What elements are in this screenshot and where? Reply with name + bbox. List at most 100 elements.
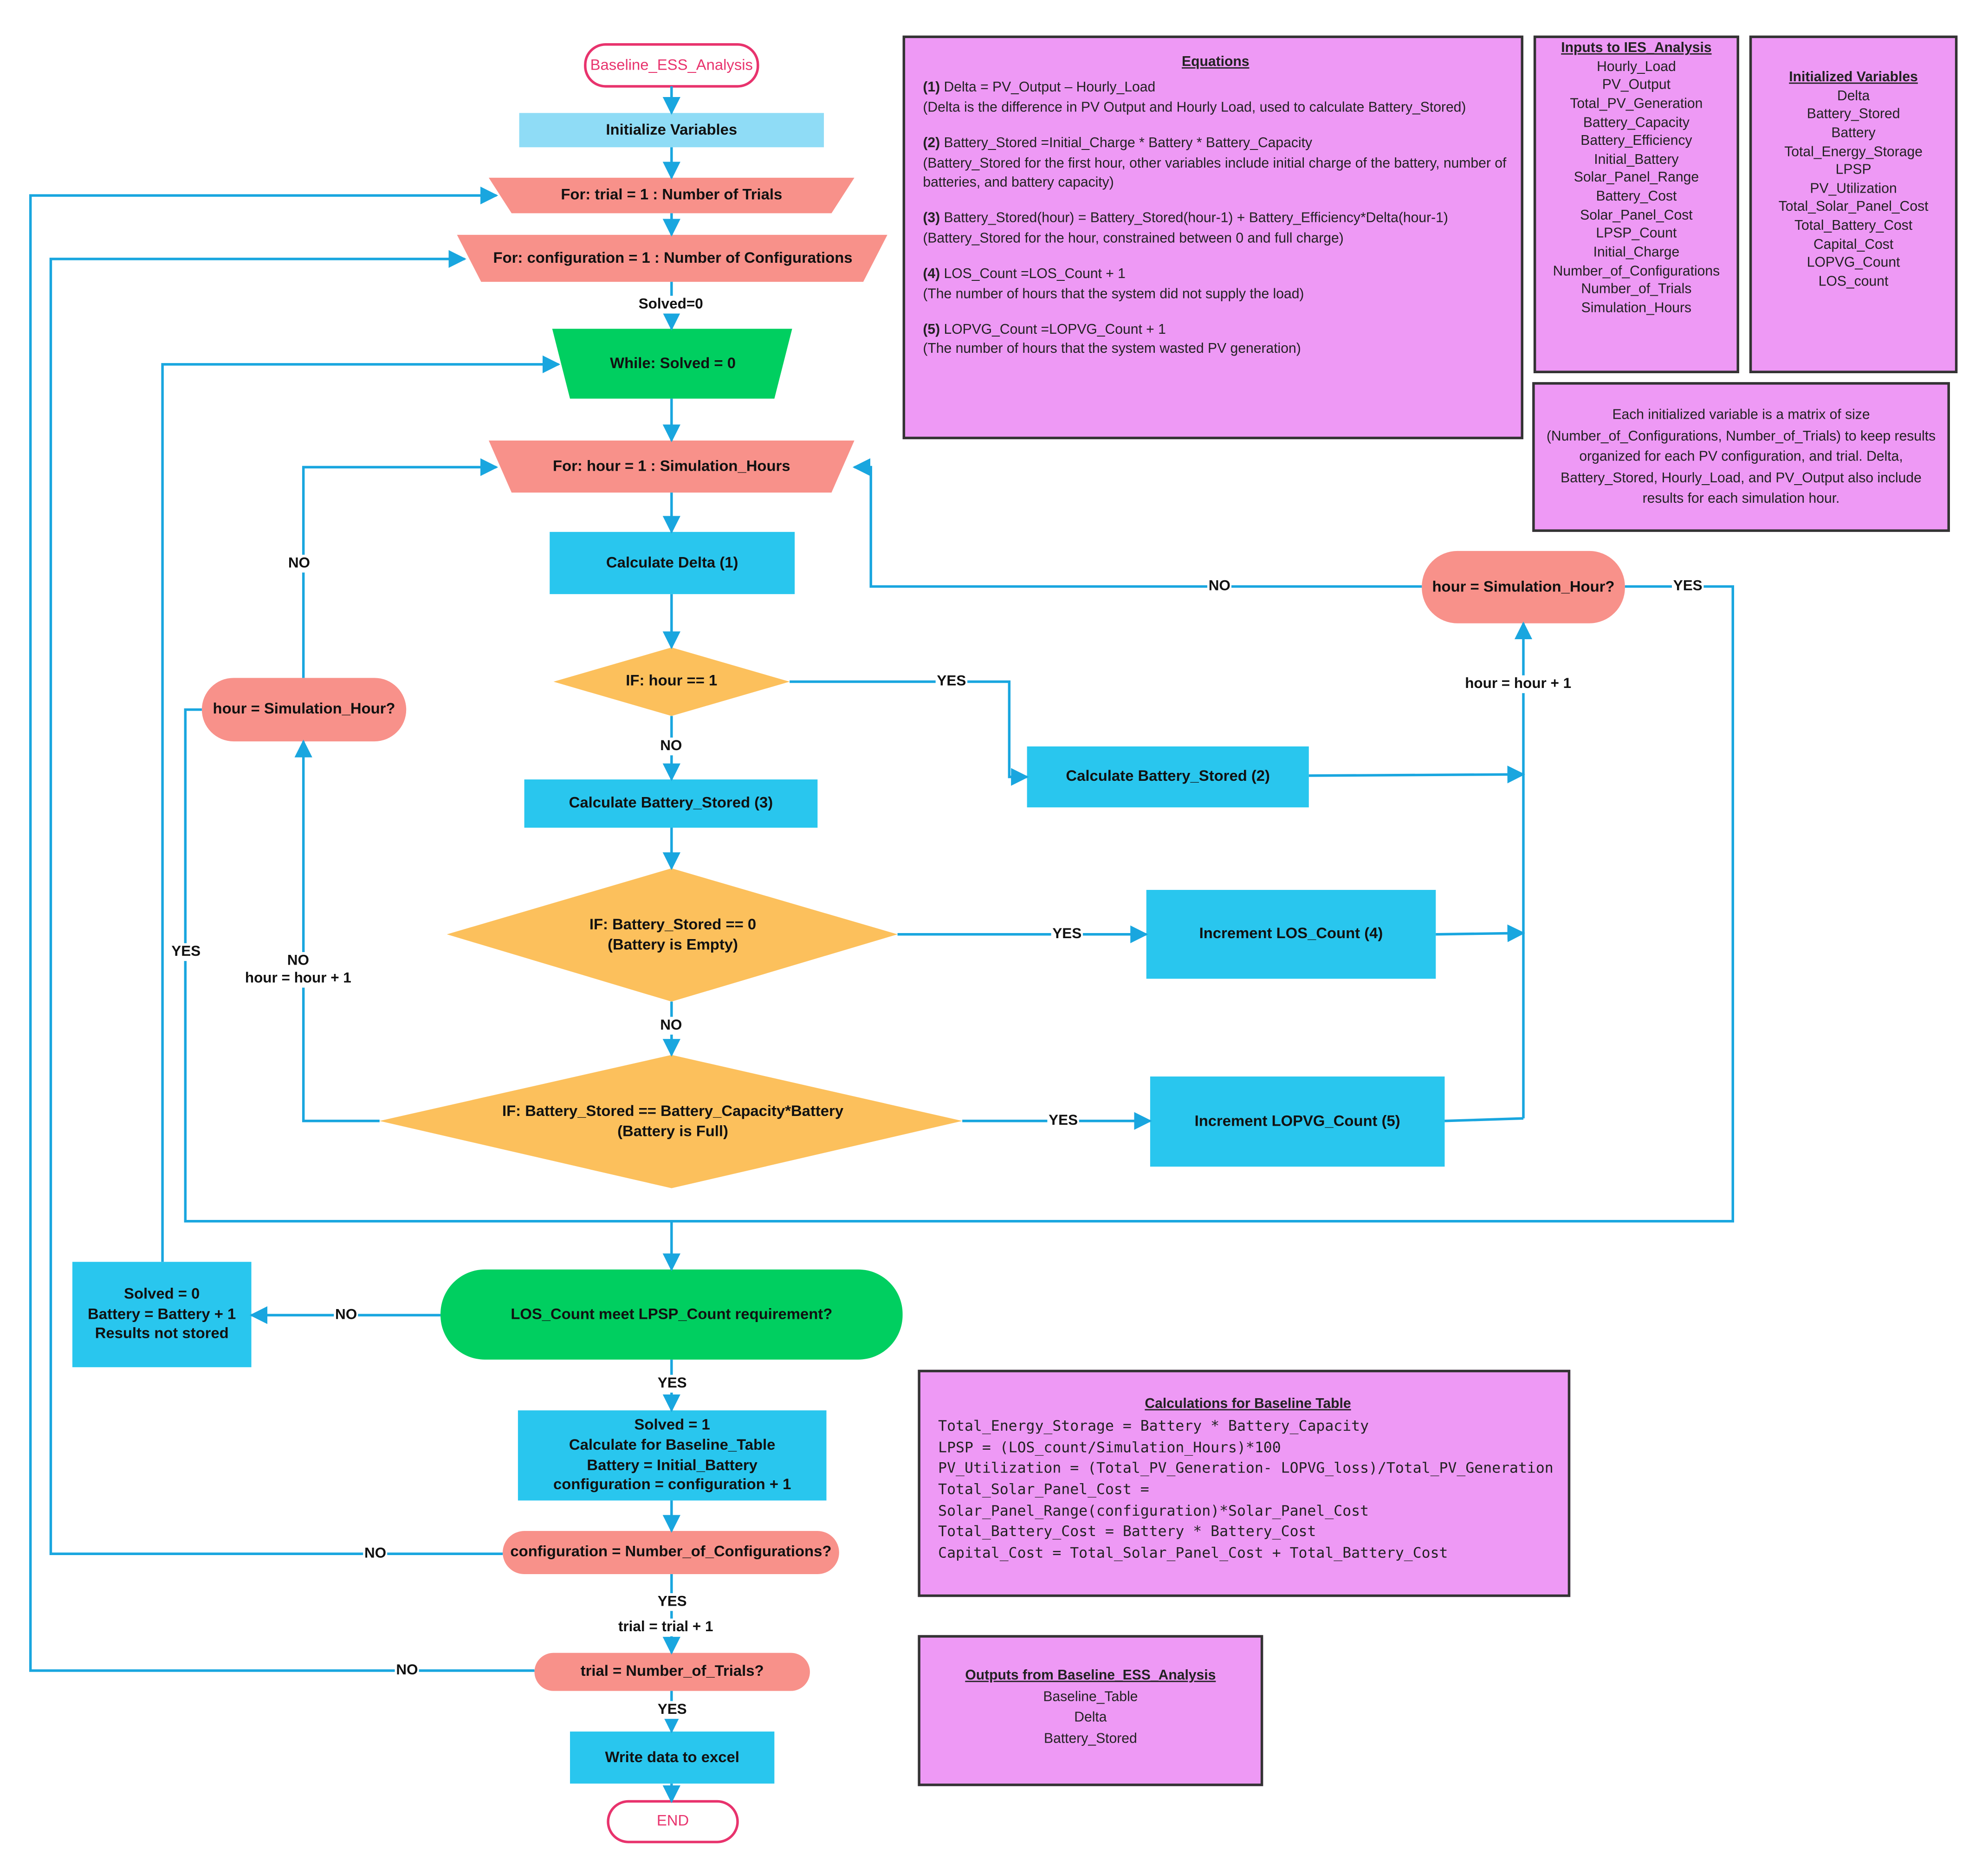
edge-lefthour-yes	[184, 708, 672, 1223]
solved-box: Solved = 1 Calculate for Baseline_Table …	[553, 1416, 791, 1493]
initialized-item: Battery	[1831, 125, 1876, 141]
input-item: Number_of_Configurations	[1553, 263, 1720, 279]
not-solved-box: Solved = 0 Battery = Battery + 1 Results…	[88, 1284, 236, 1342]
increment-lopvg-box: Increment LOPVG_Count (5)	[1194, 1111, 1400, 1130]
equation-3: (3) Battery_Stored(hour) = Battery_Store…	[923, 211, 1448, 246]
los-check-shape	[440, 1269, 903, 1360]
hour-check-left: hour = Simulation_Hour?	[213, 700, 395, 718]
hour-check-right-shape	[1422, 551, 1625, 623]
initialized-item: PV_Utilization	[1810, 181, 1897, 197]
edge-ifhour-yes	[790, 680, 1029, 786]
initialized-item: Delta	[1837, 88, 1870, 104]
input-item: Simulation_Hours	[1581, 300, 1692, 316]
write-excel-box: Write data to excel	[605, 1747, 739, 1766]
if-hour-decision: IF: hour == 1	[626, 672, 718, 690]
config-check-shape	[503, 1531, 839, 1575]
equations-title: Equations	[1182, 54, 1250, 70]
initialized-title: Initialized Variables	[1789, 70, 1918, 85]
input-item: Solar_Panel_Range	[1574, 170, 1699, 186]
edge-label-ifhour-no: NO	[659, 737, 684, 756]
equation-5: (5) LOPVG_Count =LOPVG_Count + 1(The num…	[923, 322, 1301, 357]
input-item: Initial_Charge	[1593, 245, 1680, 260]
input-item: LPSP_Count	[1596, 226, 1677, 242]
if-hour-shape	[553, 647, 790, 716]
if-battery-empty-decision: IF: Battery_Stored == 0 (Battery is Empt…	[589, 915, 757, 953]
equations-panel: Equations (1) Delta = PV_Output – Hourly…	[902, 35, 1523, 440]
inputs-title: Inputs to IES_Analysis	[1561, 40, 1712, 56]
calculations-title: Calculations for Baseline Table	[1145, 1396, 1351, 1412]
while-shape	[552, 329, 792, 399]
for-config-shape	[457, 234, 887, 282]
initialized-item: Total_Energy_Storage	[1784, 144, 1923, 160]
calculation-item: Capital_Cost = Total_Solar_Panel_Cost + …	[938, 1543, 1448, 1562]
if-full-shape	[379, 1055, 963, 1188]
hour-check-right: hour = Simulation_Hour?	[1432, 577, 1615, 595]
edge-label-lefthour-no: NO	[287, 555, 311, 573]
while-solved-loop: While: Solved = 0	[610, 354, 736, 372]
input-item: Number_of_Trials	[1581, 282, 1692, 298]
equation-1: (1) Delta = PV_Output – Hourly_Load(Delt…	[923, 80, 1466, 116]
for-hour-loop: For: hour = 1 : Simulation_Hours	[553, 456, 790, 474]
hour-check-left-shape	[201, 678, 407, 742]
edge-notsolved-while	[161, 355, 561, 1262]
edge-bs2-collector	[1308, 765, 1525, 784]
edge-label-hour-increment: hour = hour + 1	[1463, 675, 1573, 694]
initialized-item: Total_Battery_Cost	[1794, 218, 1913, 234]
edge-inclopvg-collector	[1444, 1117, 1524, 1122]
calculation-item: LPSP = (LOS_count/Simulation_Hours)*100	[938, 1438, 1281, 1456]
calculation-item: Total_Energy_Storage = Battery * Battery…	[938, 1416, 1369, 1435]
trial-check: trial = Number_of_Trials?	[580, 1662, 764, 1680]
edge-righthour-no	[852, 458, 1422, 588]
edge-label-lefthour-yes: YES	[170, 943, 202, 961]
for-trial-shape	[488, 177, 855, 214]
for-trial-loop: For: trial = 1 : Number of Trials	[561, 185, 783, 204]
input-item: Battery_Efficiency	[1580, 133, 1692, 149]
edge-label-ifempty-yes: YES	[1051, 925, 1083, 943]
edge-label-ifempty-no: NO	[659, 1017, 684, 1035]
input-item: Battery_Cost	[1596, 189, 1677, 205]
if-empty-shape	[447, 868, 898, 1002]
end-terminal: END	[656, 1811, 689, 1830]
input-item: Battery_Capacity	[1583, 115, 1690, 130]
trial-check-shape	[534, 1653, 810, 1691]
inc-lopvg-shape	[1150, 1076, 1445, 1167]
outputs-title: Outputs from Baseline_ESS_Analysis	[965, 1668, 1216, 1684]
not-solved-shape	[72, 1262, 252, 1368]
if-battery-full-decision: IF: Battery_Stored == Battery_Capacity*B…	[502, 1102, 844, 1140]
equation-2: (2) Battery_Stored =Initial_Charge * Bat…	[923, 136, 1507, 191]
calculation-item: Solar_Panel_Range(configuration)*Solar_P…	[938, 1501, 1369, 1519]
edge-lefthour-no	[302, 458, 499, 678]
edge-label-righthour-yes: YES	[1671, 577, 1704, 596]
calculation-item: PV_Utilization = (Total_PV_Generation- L…	[938, 1459, 1554, 1477]
for-config-loop: For: configuration = 1 : Number of Confi…	[493, 248, 853, 266]
matrix-note-panel: Each initialized variable is a matrix of…	[1532, 382, 1950, 532]
output-item: Baseline_Table	[1043, 1689, 1138, 1705]
output-item: Battery_Stored	[1044, 1731, 1137, 1746]
start-terminal: Baseline_ESS_Analysis	[590, 55, 753, 73]
calc-delta-shape	[550, 532, 795, 594]
edge-label-ifhour-yes: YES	[935, 673, 968, 691]
edge-label-solved0: Solved=0	[637, 296, 705, 314]
input-item: Initial_Battery	[1594, 152, 1679, 168]
input-item: Total_PV_Generation	[1570, 96, 1703, 112]
edge-label-iffull-yes: YES	[1047, 1112, 1079, 1130]
matrix-note-text: Each initialized variable is a matrix of…	[1546, 407, 1936, 507]
los-count-check: LOS_Count meet LPSP_Count requirement?	[511, 1304, 833, 1323]
calculations-panel: Calculations for Baseline Table Total_En…	[918, 1369, 1571, 1597]
edge-configcheck-no	[49, 250, 503, 1556]
initialized-item: Total_Solar_Panel_Cost	[1778, 200, 1929, 215]
initialized-item: LOS_count	[1818, 274, 1889, 290]
init-variables-shape	[519, 113, 824, 148]
increment-los-box: Increment LOS_Count (4)	[1199, 924, 1383, 942]
output-item: Delta	[1074, 1710, 1107, 1725]
edge-label-configcheck-yes: YES	[656, 1593, 688, 1611]
input-item: PV_Output	[1602, 78, 1671, 93]
edge-label-loscheck-yes: YES	[656, 1375, 688, 1393]
write-shape	[570, 1731, 775, 1784]
